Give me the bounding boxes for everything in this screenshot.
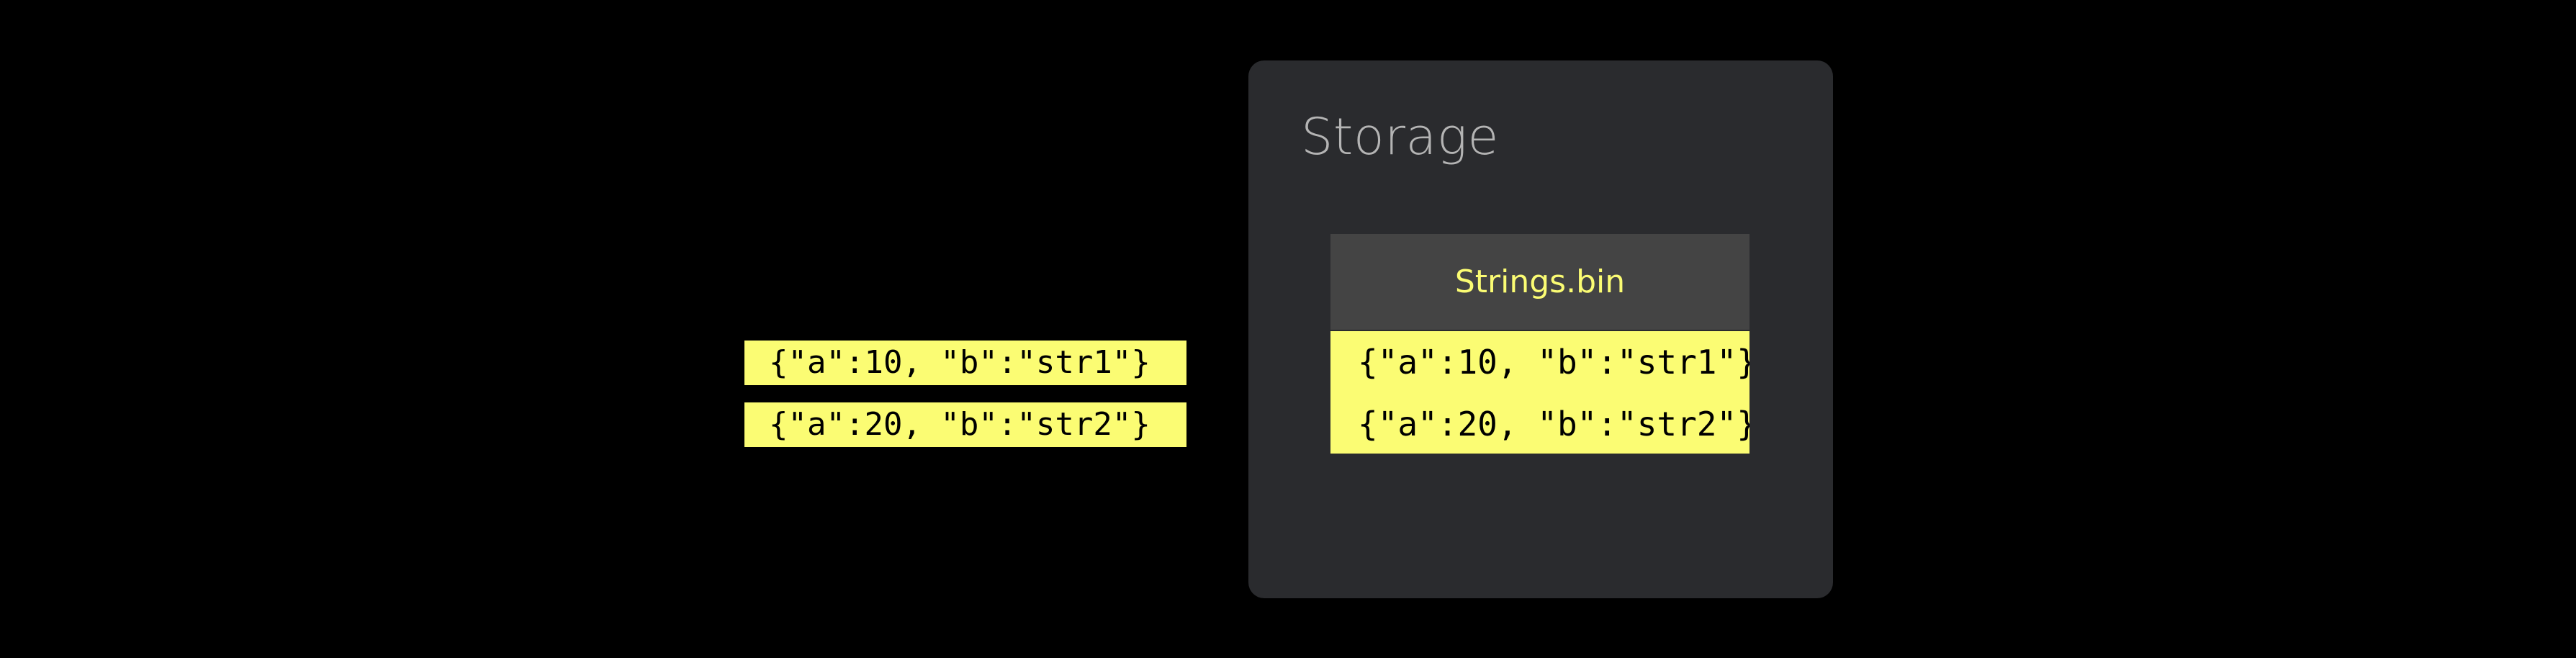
file-row-1: {"a":10, "b":"str1"} <box>1358 343 1749 382</box>
file-contents: {"a":10, "b":"str1"} {"a":20, "b":"str2"… <box>1330 331 1749 454</box>
file-name-header: Strings.bin <box>1330 234 1749 330</box>
storage-panel: Storage Strings.bin {"a":10, "b":"str1"}… <box>1248 60 1833 598</box>
input-record-1: {"a":10, "b":"str1"} <box>744 341 1186 385</box>
storage-title: Storage <box>1301 107 1499 166</box>
input-record-2: {"a":20, "b":"str2"} <box>744 402 1186 447</box>
file-strings-bin: Strings.bin {"a":10, "b":"str1"} {"a":20… <box>1330 234 1749 454</box>
file-row-2: {"a":20, "b":"str2"} <box>1358 405 1749 443</box>
